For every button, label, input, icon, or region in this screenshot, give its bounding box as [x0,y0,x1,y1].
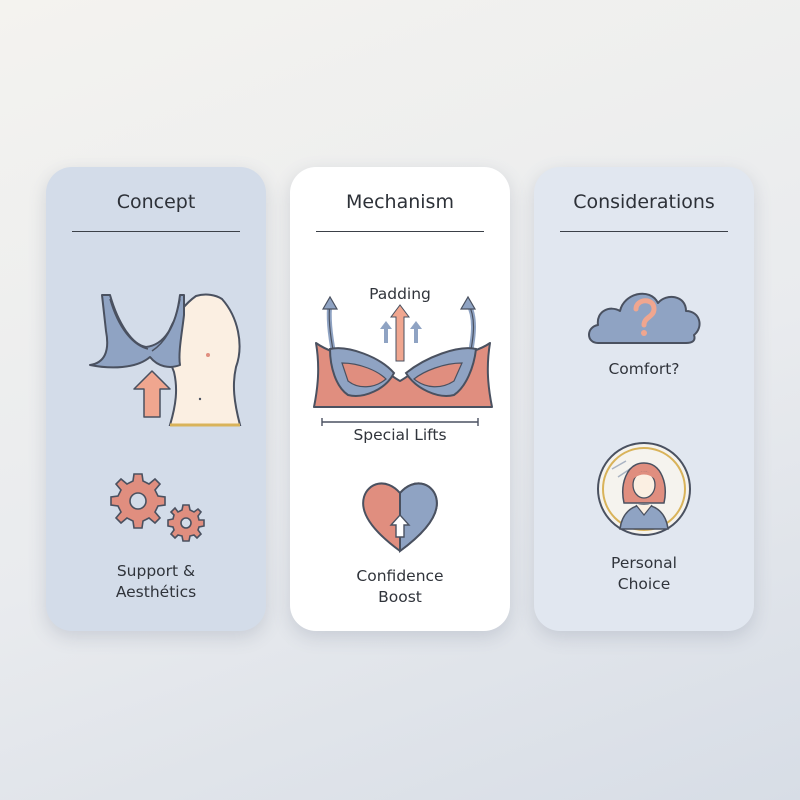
mechanism-card: Mechanism Padding [290,167,510,631]
considerations-card: Considerations Comfort? Personal Choice [534,167,754,631]
confidence-boost-label: Confidence Boost [356,567,444,606]
mechanism-title: Mechanism [346,191,454,213]
padding-label: Padding [369,285,431,303]
mechanism-divider [316,231,484,232]
heart-arrow-icon [362,482,438,553]
considerations-illustrations [588,292,701,536]
concept-divider [72,231,240,232]
cloud-question-icon [588,292,701,344]
concept-title: Concept [116,191,196,213]
comfort-label: Comfort? [608,360,680,378]
considerations-title: Considerations [573,191,715,213]
gears-icon [110,473,205,542]
push-up-bra-illustration [313,295,493,553]
considerations-divider [560,231,728,232]
lifts-bracket-icon [321,418,479,426]
special-lifts-label: Special Lifts [353,426,447,444]
personal-choice-label: Personal Choice [611,554,677,593]
small-arrow-icons [380,304,422,362]
support-aesthetics-label: Support & Aesthétics [115,562,197,601]
bra-icon [89,294,185,369]
lift-arrow-icon [133,370,171,418]
push-up-bra-icon [313,295,493,408]
concept-card: Concept [46,167,266,631]
bra-and-torso-illustration [89,293,242,542]
woman-avatar-icon [597,442,691,536]
